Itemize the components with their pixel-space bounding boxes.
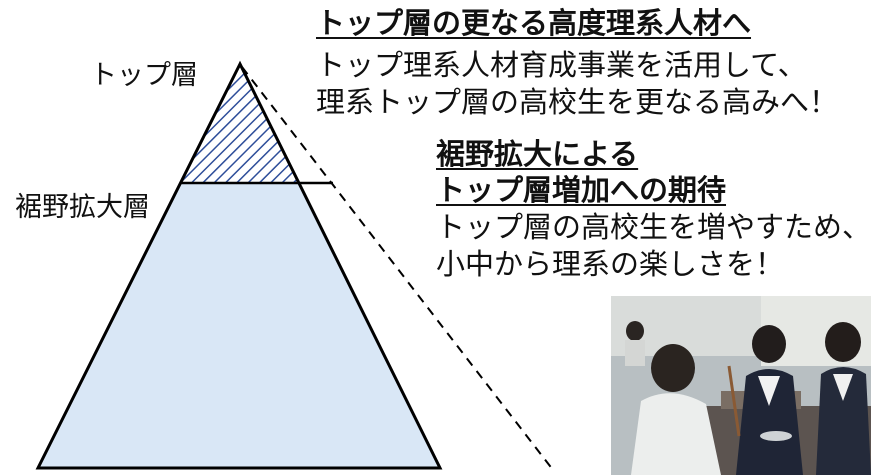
base-section-line-1: トップ層の高校生を増やすため、: [436, 210, 871, 244]
students-experiment-photo: [611, 296, 871, 475]
base-layer-label: 裾野拡大層: [15, 192, 150, 223]
top-section-heading: トップ層の更なる高度理系人材へ: [316, 6, 752, 40]
top-section-line-2: 理系トップ層の高校生を更なる高みへ！: [316, 85, 839, 119]
top-layer-label: トップ層: [90, 60, 198, 91]
pyramid-outline: [35, 60, 443, 470]
expansion-dashed-line: [241, 66, 554, 471]
base-section-line-2: 小中から理系の楽しさを！: [436, 247, 785, 281]
base-layer-region: [38, 183, 440, 468]
top-layer-region: [181, 64, 299, 183]
base-section-heading-2: トップ層増加への期待: [436, 173, 727, 207]
base-section-heading-1: 裾野拡大による: [436, 137, 639, 171]
top-section-line-1: トップ理系人材育成事業を活用して、: [316, 48, 807, 82]
